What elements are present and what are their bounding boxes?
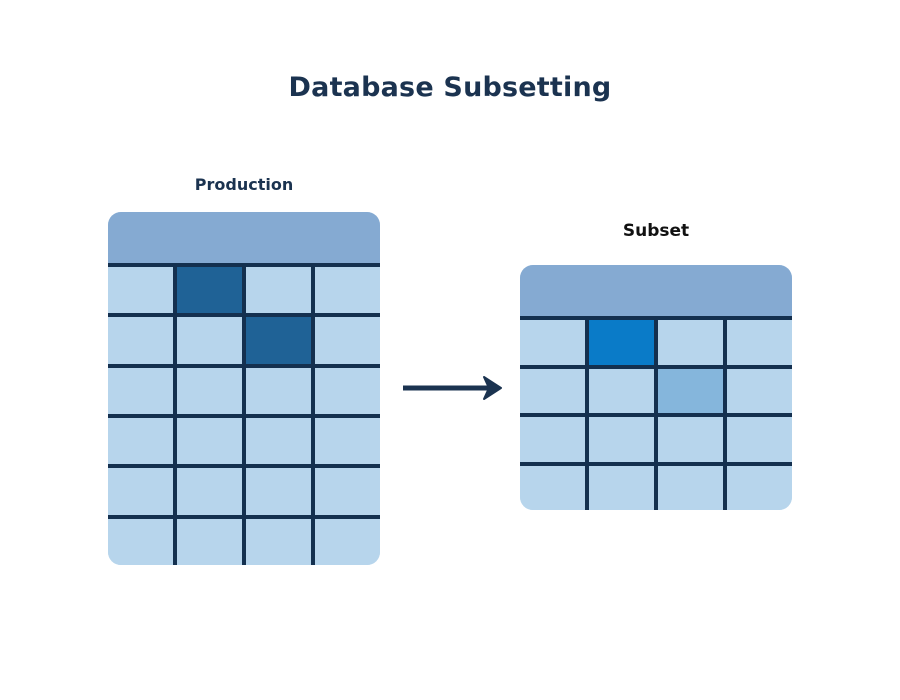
production-cell-r4c4 [315,413,380,465]
production-cell-r6c3 [246,514,315,565]
subset-cell-r4c3 [658,461,727,510]
production-cell-r5c2 [177,464,246,515]
subset-cell-r4c1 [520,461,589,510]
production-table-grid [108,263,380,565]
subset-table-row [520,413,792,462]
subset-cell-r4c4 [727,461,792,510]
production-cell-r6c1 [108,514,177,565]
production-cell-r4c2 [177,413,246,465]
production-cell-r5c4 [315,464,380,515]
production-cell-r3c2 [177,363,246,414]
production-cell-r3c4 [315,363,380,414]
production-table-row [108,363,380,414]
production-table [108,212,380,565]
production-table-row [108,313,380,364]
subset-cell-r3c4 [727,413,792,462]
subset-cell-r3c1 [520,413,589,462]
production-table-row [108,514,380,565]
subset-cell-r3c3 [658,413,727,462]
production-cell-r1c1 [108,263,177,314]
subset-cell-r2c2 [589,364,658,413]
production-cell-r4c1 [108,413,177,465]
production-cell-r1c4 [315,263,380,314]
subset-table-row [520,364,792,413]
subset-cell-r1c1 [520,316,589,365]
production-cell-r5c1 [108,464,177,515]
subset-cell-r2c4 [727,364,792,413]
subset-cell-r2c1 [520,364,589,413]
subset-cell-r3c2 [589,413,658,462]
production-cell-r6c2 [177,514,246,565]
subset-table-caption: Subset [622,221,690,241]
subset-table-row [520,461,792,510]
production-table-row [108,413,380,465]
subset-table-header-band [520,265,792,316]
subset-cell-r2c3-highlighted [658,364,727,413]
production-cell-r4c3 [246,413,315,465]
production-table-caption: Production [194,175,294,194]
production-table-row [108,263,380,314]
production-cell-r1c3 [246,263,315,314]
subset-cell-r4c2 [589,461,658,510]
page-title: Database Subsetting [288,72,612,103]
production-cell-r3c3 [246,363,315,414]
production-table-header-band [108,212,380,263]
production-cell-r6c4 [315,514,380,565]
flow-arrow [398,372,508,404]
production-cell-r2c3-highlighted [246,313,315,364]
subset-table-row [520,316,792,365]
production-cell-r2c2 [177,313,246,364]
production-cell-r2c1 [108,313,177,364]
subset-cell-r1c3 [658,316,727,365]
arrow-right-icon [403,376,502,400]
production-cell-r1c2-highlighted [177,263,246,314]
production-table-row [108,464,380,515]
production-cell-r5c3 [246,464,315,515]
subset-cell-r1c4 [727,316,792,365]
subset-table-grid [520,316,792,510]
production-cell-r3c1 [108,363,177,414]
subset-table [520,265,792,510]
production-cell-r2c4 [315,313,380,364]
subset-cell-r1c2-highlighted [589,316,658,365]
